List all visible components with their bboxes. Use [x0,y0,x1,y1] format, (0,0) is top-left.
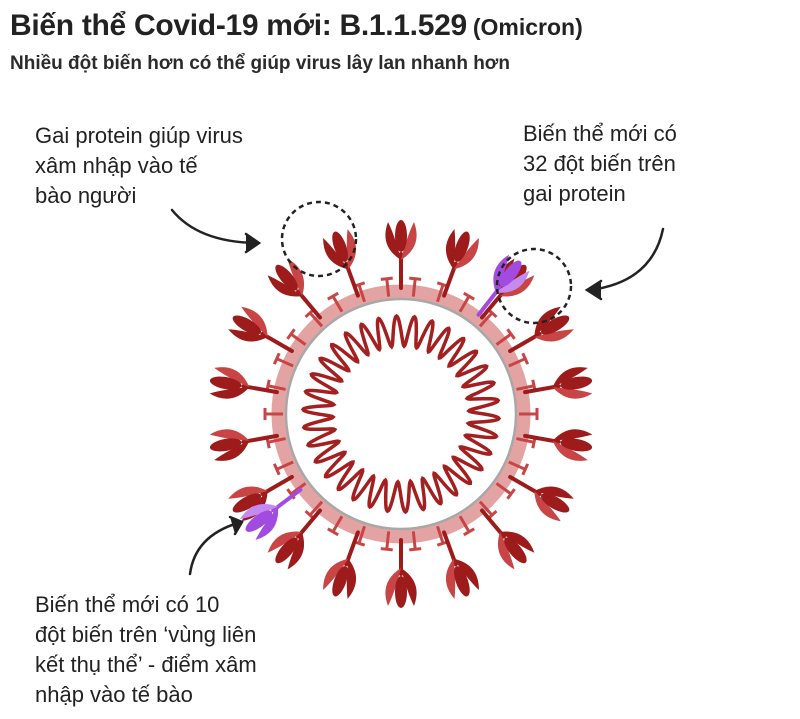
diagram-title: Biến thể Covid-19 mới: B.1.1.529(Omicron… [10,6,583,43]
spike-protein-icon [209,367,279,399]
membrane-protein [508,460,530,476]
spike-protein-icon [508,306,574,353]
membrane-protein [272,460,294,476]
spike-protein-icon [508,474,574,522]
membrane-protein [508,352,530,368]
membrane-protein [409,276,422,297]
mutated-spike-icon [239,487,303,540]
spike-protein-icon [323,229,360,298]
mutation-highlight-circle [495,247,573,325]
rna-coil-icon [300,313,502,515]
membrane-protein [409,531,422,552]
membrane-protein [263,408,283,420]
spike-protein-line: xâm nhập vào tế [35,153,198,178]
pointer-arrow-icon [170,208,262,254]
binding-domain-line: Biến thể mới có 10 [35,592,220,617]
spike-protein-icon [385,538,417,608]
membrane-protein [380,531,393,552]
spike-protein-icon [267,508,323,570]
spike-highlight-circle [280,200,358,278]
spike-mutations-label: Biến thể mới có 32 đột biến trên gai pro… [523,119,677,209]
membrane-protein [495,482,516,500]
spike-proteins [209,220,593,608]
membrane-protein [272,352,294,368]
spike-protein-icon [479,508,535,570]
membrane-protein [327,515,344,537]
spike-protein-icon [385,220,417,290]
spike-protein-line: Gai protein giúp virus [35,123,243,148]
membrane-protein [495,328,516,346]
spike-mutations-line: gai protein [523,181,626,206]
spike-protein-icon [523,429,593,461]
binding-domain-line: đột biến trên ‘vùng liên [35,622,257,647]
binding-domain-line: kết thụ thể’ - điểm xâm [35,652,257,677]
title-main: Biến thể Covid-19 mới: B.1.1.529 [10,9,467,42]
spike-mutations-line: 32 đột biến trên [523,151,676,176]
pointer-arrow-icon [188,515,244,576]
membrane-protein [286,328,307,346]
spike-mutations-line: Biến thể mới có [523,121,677,146]
spike-protein-icon [523,367,593,399]
spike-protein-icon [267,258,323,320]
spike-protein-line: bào người [35,183,137,208]
membrane-protein [327,291,344,313]
spike-protein-label: Gai protein giúp virus xâm nhập vào tế b… [35,121,243,211]
binding-domain-label: Biến thể mới có 10 đột biến trên ‘vùng l… [35,590,257,710]
spike-protein-icon [442,229,479,298]
membrane-protein [519,408,539,420]
spike-protein-icon [323,530,360,599]
diagram-subtitle: Nhiều đột biến hơn có thể giúp virus lây… [10,53,510,74]
binding-domain-line: nhập vào tế bào [35,682,193,707]
spike-protein-icon [209,429,279,461]
membrane-inner-line [284,297,518,531]
spike-protein-icon [442,530,479,599]
membrane-protein [458,291,475,313]
membrane-protein [458,515,475,537]
pointer-arrow-icon [584,227,665,301]
membrane-protein [380,276,393,297]
title-variant-tag: (Omicron) [472,14,583,40]
membrane-proteins [263,276,539,552]
spike-protein-icon [228,306,294,354]
